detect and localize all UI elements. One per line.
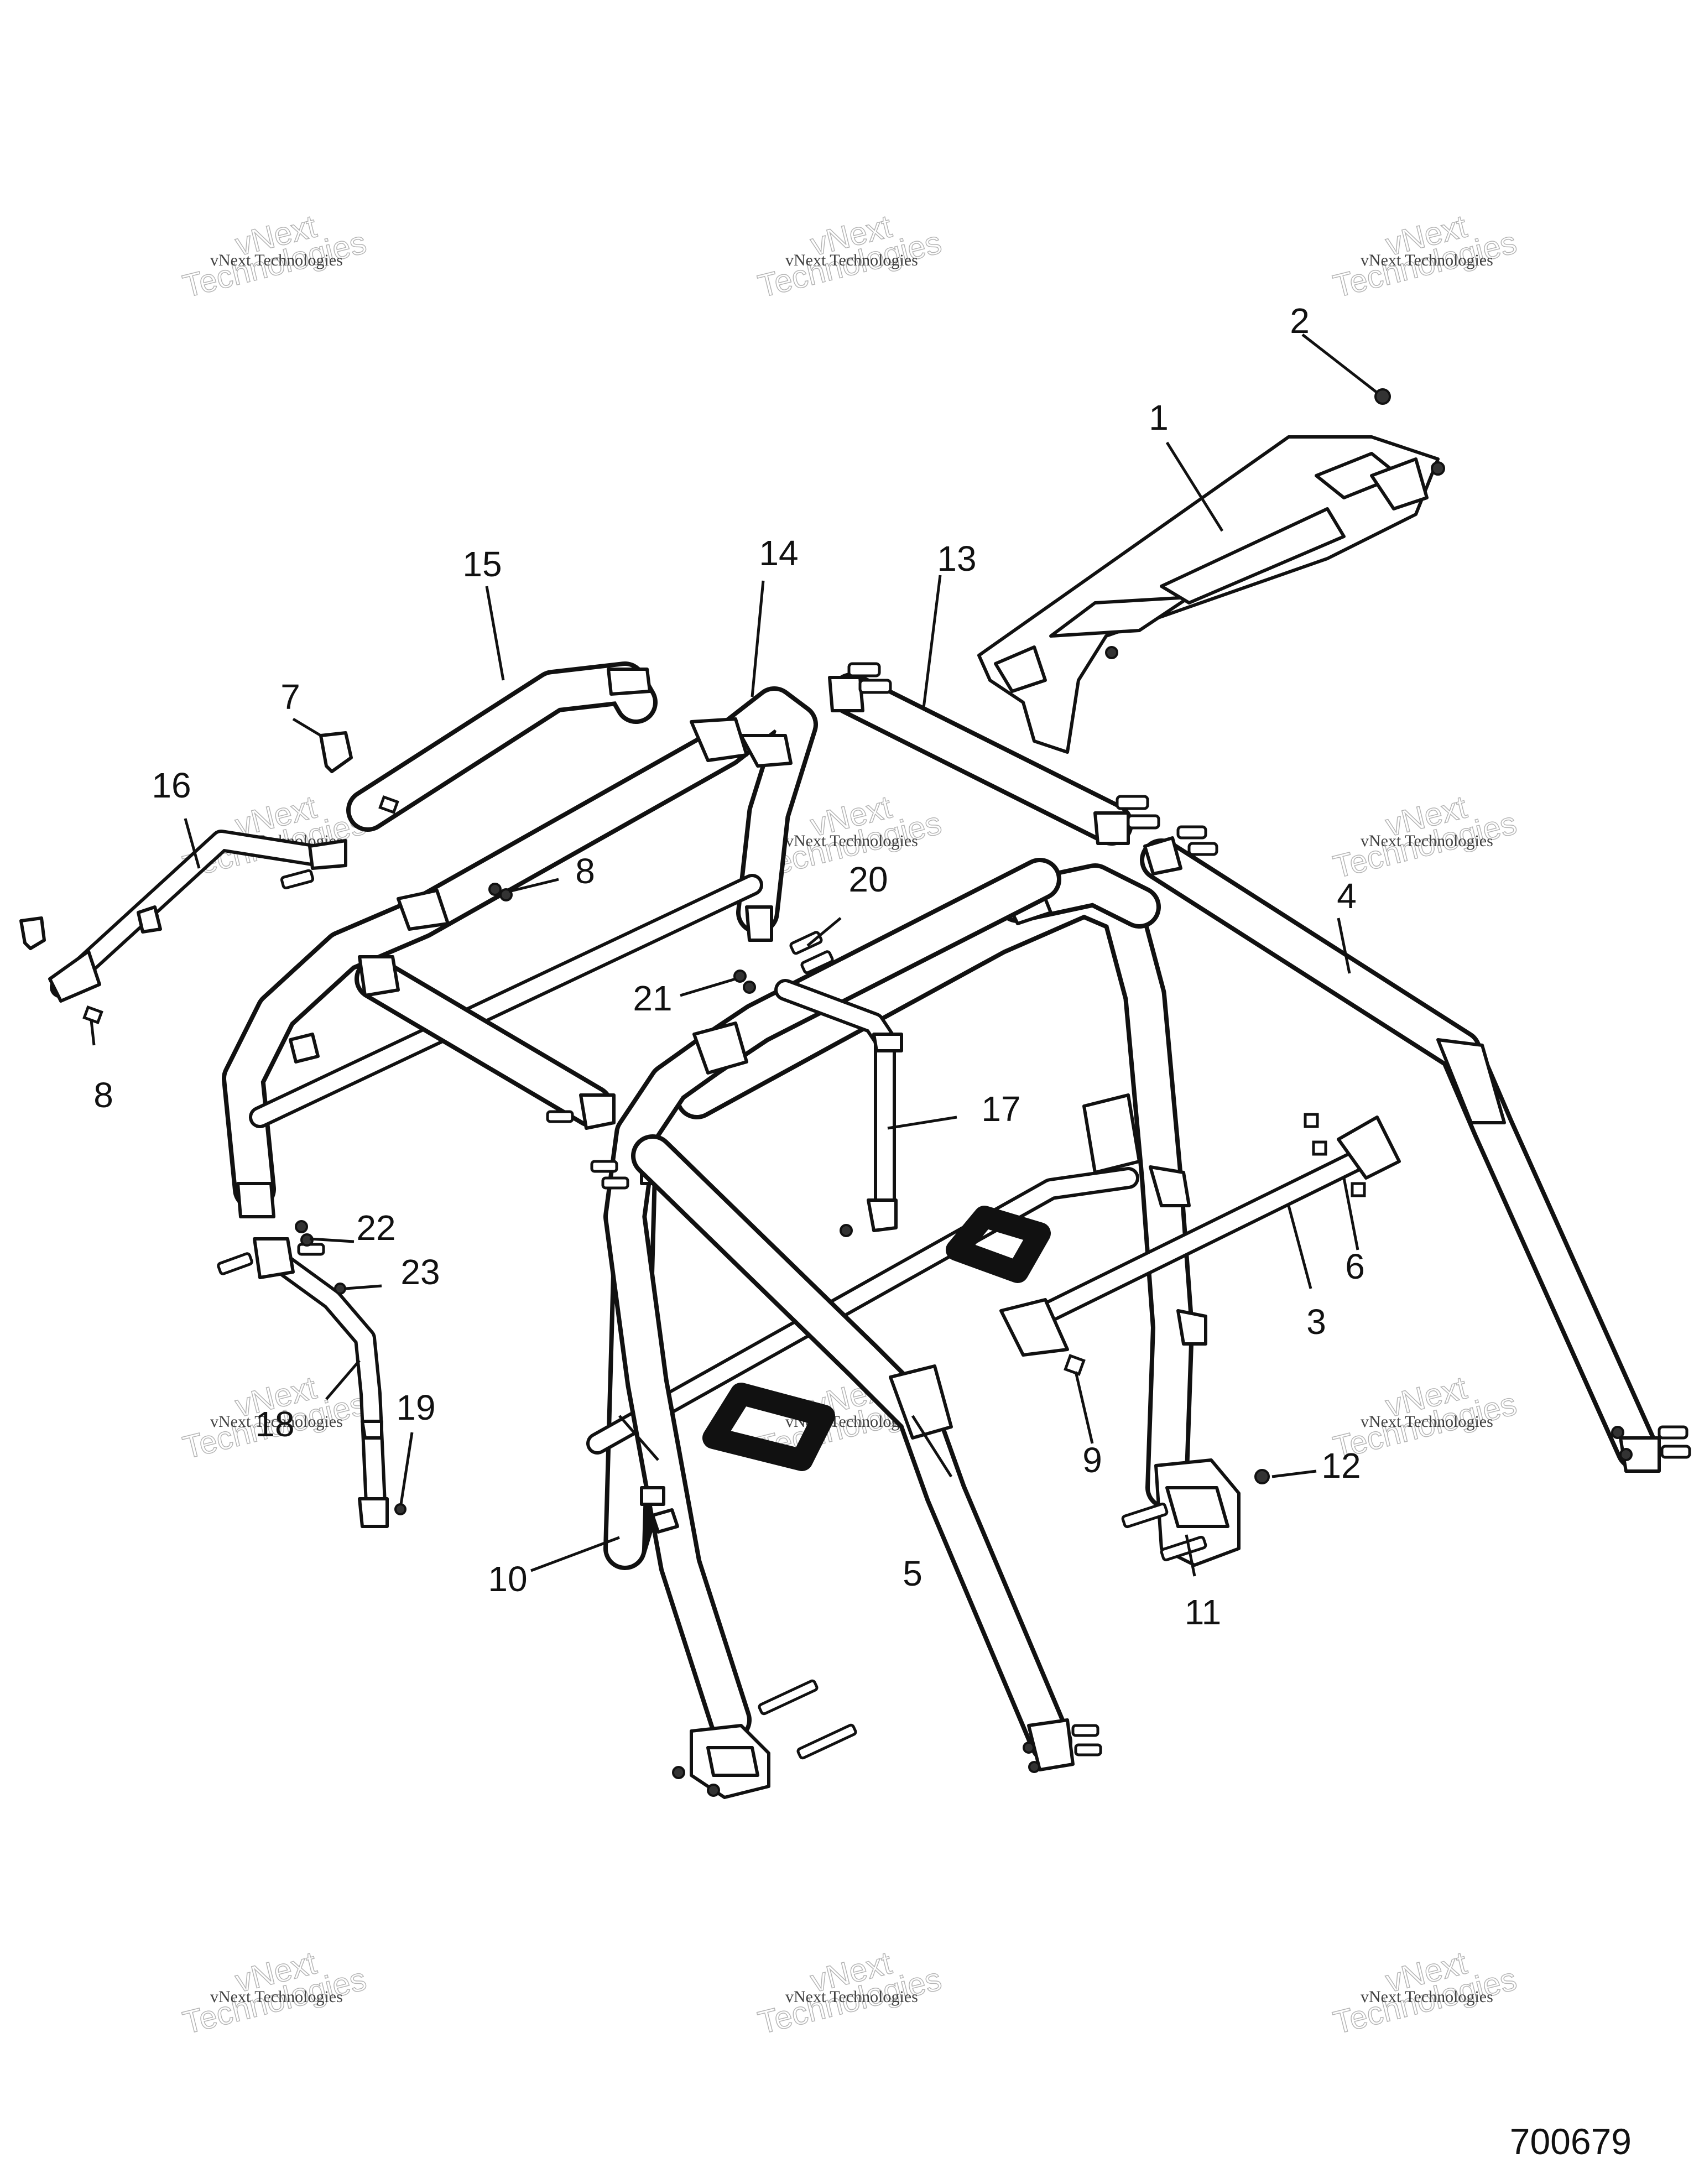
- part-8-fastener: [82, 795, 513, 1025]
- part-22-nut: [295, 1220, 314, 1247]
- part-2-screw: [1105, 388, 1445, 659]
- callout-19: 19: [396, 1388, 435, 1427]
- part-19-screw: [394, 1503, 406, 1515]
- callout-22: 22: [356, 1208, 395, 1248]
- part-10-front-hoop: [603, 858, 1061, 1799]
- callout-1: 1: [1149, 398, 1169, 437]
- callout-21: 21: [633, 978, 672, 1018]
- part-21-nut: [733, 969, 756, 994]
- part-11-bolt: [1121, 1502, 1207, 1562]
- callout-2: 2: [1290, 301, 1310, 341]
- svg-text:vNext Technologies: vNext Technologies: [785, 251, 918, 269]
- watermark: Technologies vNext vNext Technologies: [754, 208, 946, 305]
- watermark: Technologies vNext vNext Technologies: [1330, 789, 1521, 886]
- callout-14: 14: [759, 533, 798, 573]
- callout-12: 12: [1321, 1446, 1361, 1485]
- callout-9: 9: [1082, 1440, 1102, 1480]
- lower-cross-tube: [249, 874, 763, 1128]
- part-4-rear-tube: [1140, 825, 1691, 1473]
- callout-8b: 8: [93, 1075, 113, 1115]
- watermark: Technologies vNext vNext Technologies: [1330, 1945, 1521, 2042]
- part-5-a-pillar: [631, 1134, 1102, 1773]
- svg-text:vNext Technologies: vNext Technologies: [785, 832, 918, 850]
- callout-4: 4: [1337, 876, 1357, 916]
- part-3-cross-bar: [999, 1116, 1401, 1357]
- svg-text:vNext Technologies: vNext Technologies: [1361, 1988, 1493, 2006]
- part-13-cross-tube: [828, 662, 1160, 846]
- leader-lines: [90, 333, 1378, 1577]
- callout-8a: 8: [575, 851, 595, 891]
- watermark: Technologies vNext vNext Technologies: [754, 1945, 946, 2042]
- svg-text:vNext Technologies: vNext Technologies: [210, 251, 343, 269]
- figure-number: 700679: [1510, 2121, 1632, 2162]
- watermark: Technologies vNext vNext Technologies: [179, 1945, 371, 2042]
- part-23-washer: [334, 1283, 346, 1295]
- svg-text:vNext Technologies: vNext Technologies: [1361, 251, 1493, 269]
- part-1-roof-panel: [977, 435, 1440, 754]
- callout-20: 20: [848, 859, 888, 899]
- svg-text:vNext Technologies: vNext Technologies: [210, 1412, 343, 1431]
- part-6-nut: [1304, 1113, 1366, 1197]
- callout-17: 17: [981, 1089, 1020, 1129]
- part-18-lower-bar: [217, 1237, 389, 1528]
- front-foot-bolts: [672, 1679, 857, 1797]
- callout-15: 15: [462, 544, 502, 584]
- callout-11: 11: [1185, 1592, 1221, 1632]
- callouts: 1 2 3 4 5 6 7 8 8 9 10 11 12 13 14 15 16…: [93, 301, 1365, 1632]
- floor-cross-tubes: [586, 1167, 1139, 1471]
- part-8-cross-tube-bar: [355, 955, 629, 1190]
- svg-text:vNext Technologies: vNext Technologies: [210, 1988, 343, 2006]
- watermark: Technologies vNext vNext Technologies: [179, 208, 371, 305]
- part-20-bolt: [789, 931, 834, 974]
- part-7-clip: [19, 731, 353, 950]
- part-9-nut: [1064, 1354, 1086, 1376]
- callout-23: 23: [400, 1252, 440, 1292]
- callout-3: 3: [1306, 1302, 1326, 1342]
- watermark: Technologies vNext vNext Technologies: [179, 789, 371, 886]
- callout-18: 18: [255, 1404, 294, 1444]
- callout-13: 13: [937, 539, 976, 578]
- part-14-hoop: [222, 686, 818, 1218]
- callout-7: 7: [280, 677, 300, 717]
- svg-text:vNext Technologies: vNext Technologies: [785, 1988, 918, 2006]
- svg-text:vNext Technologies: vNext Technologies: [1361, 832, 1493, 850]
- watermark: Technologies vNext vNext Technologies: [1330, 208, 1521, 305]
- svg-text:vNext Technologies: vNext Technologies: [1361, 1412, 1493, 1431]
- callout-6: 6: [1345, 1247, 1365, 1286]
- callout-5: 5: [903, 1554, 923, 1593]
- callout-10: 10: [488, 1559, 527, 1599]
- part-12-nut: [1254, 1469, 1270, 1484]
- callout-16: 16: [152, 765, 191, 805]
- part-15-grab-tube: [346, 661, 658, 832]
- part-17-seat-bar: [774, 979, 903, 1237]
- part-16-door-bar: [48, 830, 347, 1003]
